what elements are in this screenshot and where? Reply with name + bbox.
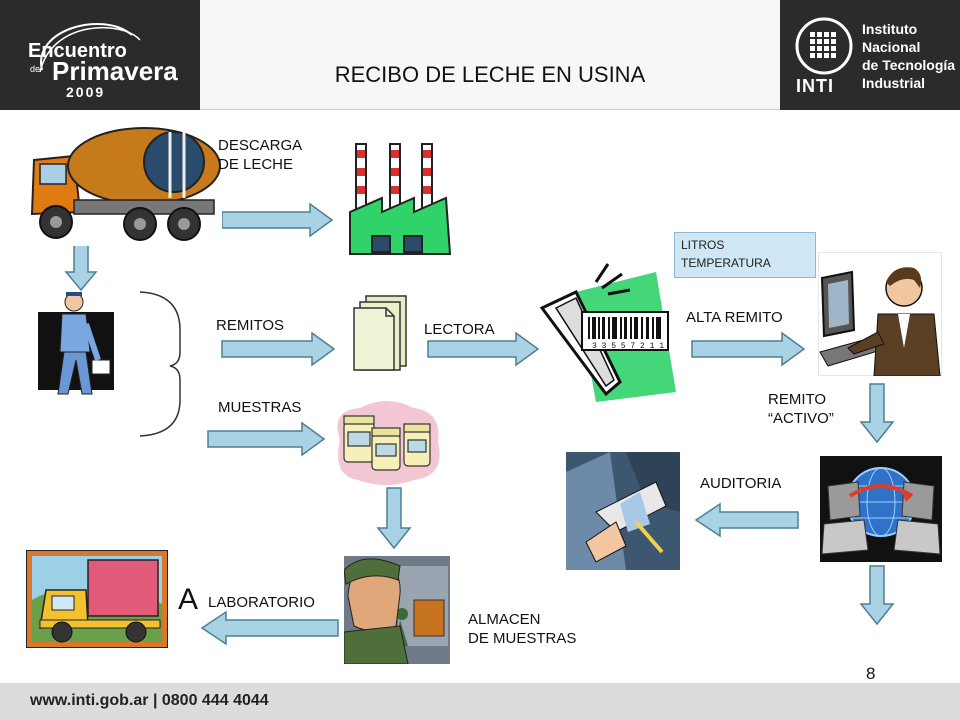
audit-handshake-illustration <box>566 452 680 570</box>
slide-title: RECIBO DE LECHE EN USINA <box>334 62 646 87</box>
milk-truck-illustration <box>24 120 222 246</box>
label-muestras: MUESTRAS <box>218 399 302 416</box>
footer-contact: www.inti.gob.ar | 0800 444 4044 <box>30 692 269 709</box>
inti-emblem-icon <box>795 17 853 75</box>
inti-full-name: Instituto Nacional de Tecnología Industr… <box>862 21 956 91</box>
arrow-laboratorio <box>200 610 339 646</box>
sample-jars-illustration <box>337 401 440 485</box>
label-remitos: REMITOS <box>216 317 285 334</box>
factory-icon <box>349 143 452 255</box>
arrow-remito-activo <box>859 383 895 444</box>
logo-swirl-icon <box>39 22 141 73</box>
label-alta-remito: ALTA REMITO <box>686 309 783 326</box>
label-laboratorio-a: A <box>178 583 199 616</box>
documents-icon <box>353 295 407 371</box>
arrow-auditoria <box>694 502 799 538</box>
arrow-remitos <box>221 331 336 367</box>
barcode-number: 3 3 5 5 7 2 1 1 <box>592 342 664 351</box>
encuentro-logo: Encuentro de Primavera 2009 <box>22 10 182 100</box>
delivery-truck-illustration <box>26 550 168 648</box>
arrow-truck-down <box>64 244 98 292</box>
label-laboratorio: LABORATORIO <box>208 594 315 611</box>
arrow-muestras <box>207 421 326 457</box>
inti-logo: INTI Instituto Nacional de Tecnología In… <box>790 14 960 100</box>
arrow-lectora <box>427 331 540 367</box>
warehouse-worker-illustration <box>344 556 450 664</box>
arrow-descarga <box>221 202 334 238</box>
title-bar <box>200 0 780 110</box>
arrow-alta-remito <box>691 331 806 367</box>
litros-temperatura-box: LITROS TEMPERATURA <box>674 232 816 278</box>
worker-illustration <box>38 292 114 395</box>
arrow-muestras-down <box>376 487 412 550</box>
bracket-brace <box>139 291 181 437</box>
label-lectora: LECTORA <box>424 321 495 338</box>
logo-line-primavera: Primavera <box>52 56 178 86</box>
logo-line-encuentro: Encuentro <box>28 40 127 62</box>
office-worker-illustration <box>818 252 942 376</box>
page-number: 8 <box>866 664 876 683</box>
logo-line-de: de <box>30 64 41 74</box>
label-auditoria: AUDITORIA <box>700 475 782 492</box>
label-descarga: DESCARGA DE LECHE <box>218 137 303 173</box>
network-computers-illustration <box>820 456 942 562</box>
footer-bar <box>0 683 960 720</box>
barcode-scanner-illustration: 3 3 5 5 7 2 1 1 <box>539 263 676 402</box>
arrow-final-down <box>859 565 895 626</box>
label-almacen: ALMACEN DE MUESTRAS <box>468 611 577 647</box>
logo-line-year: 2009 <box>66 84 106 100</box>
label-remito-activo: REMITO “ACTIVO” <box>768 391 834 427</box>
inti-acronym: INTI <box>796 76 834 96</box>
